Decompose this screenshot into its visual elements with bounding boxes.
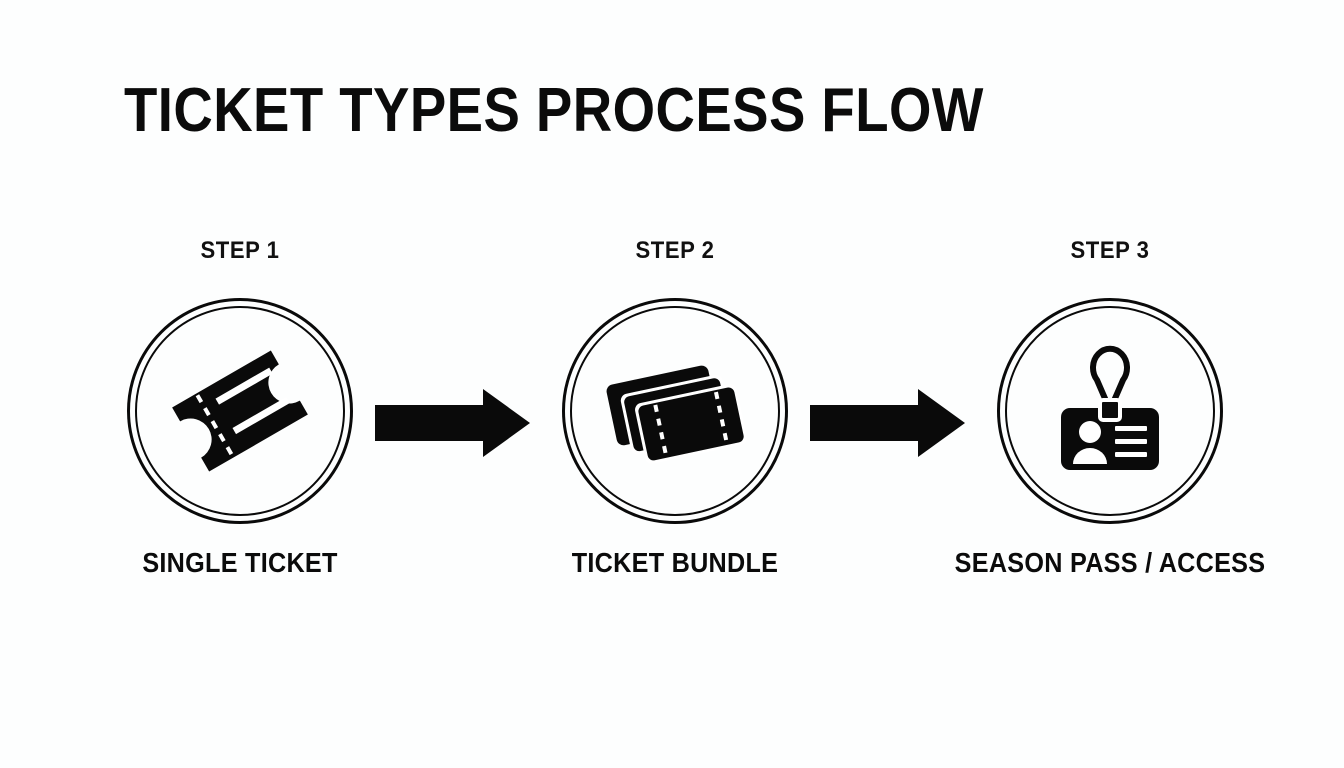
id-badge-pass-icon — [1035, 336, 1185, 486]
step-2-label: STEP 2 — [635, 237, 715, 264]
process-step-1[interactable]: STEP 1 — [90, 236, 390, 606]
process-step-3[interactable]: STEP 3 — [955, 236, 1265, 606]
step-3-label: STEP 3 — [1070, 237, 1150, 264]
process-flow-row: STEP 1 — [0, 236, 1344, 606]
step-3-circle-inner-ring — [1005, 306, 1215, 516]
page-title: TICKET TYPES PROCESS FLOW — [124, 76, 984, 145]
step-2-caption: TICKET BUNDLE — [571, 547, 779, 578]
step-1-circle-inner-ring — [135, 306, 345, 516]
single-ticket-icon — [165, 336, 315, 486]
step-2-circle — [562, 298, 788, 524]
step-1-label: STEP 1 — [200, 237, 280, 264]
step-1-circle — [127, 298, 353, 524]
ticket-bundle-icon — [600, 336, 750, 486]
arrow-right-icon-2 — [810, 389, 965, 457]
step-3-circle — [997, 298, 1223, 524]
step-2-circle-inner-ring — [570, 306, 780, 516]
step-3-caption: SEASON PASS / ACCESS — [954, 547, 1266, 578]
step-1-caption: SINGLE TICKET — [142, 547, 338, 578]
arrow-right-icon-1 — [375, 389, 530, 457]
process-step-2[interactable]: STEP 2 — [525, 236, 825, 606]
